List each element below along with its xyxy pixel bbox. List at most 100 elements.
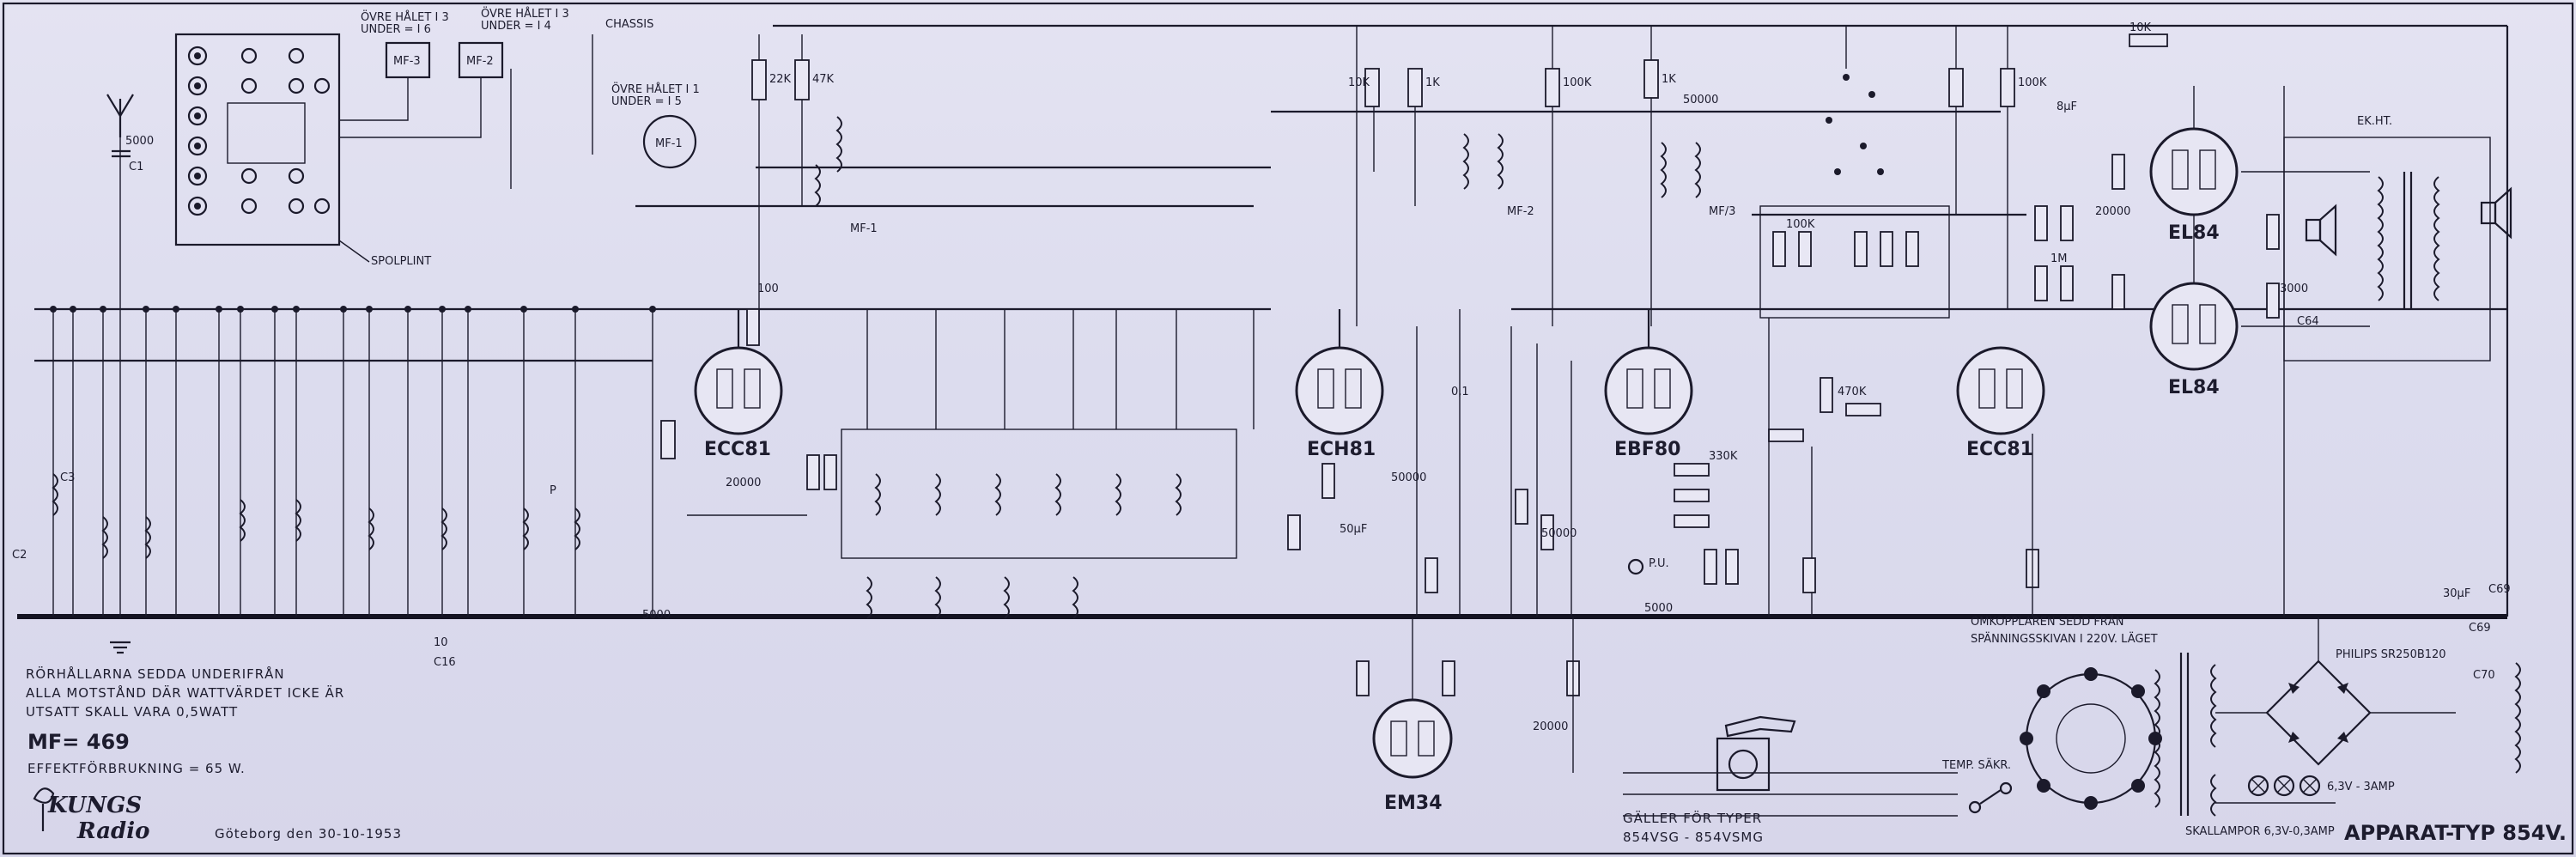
resistor-r2 xyxy=(746,308,760,346)
c62-value: 8μF xyxy=(2057,100,2077,113)
temp-fuse-label: TEMP. SÄKR. xyxy=(1941,758,2011,772)
r22k-label: 22K xyxy=(769,73,792,86)
c41-value: 50000 xyxy=(1541,527,1577,540)
switch-resistors xyxy=(1772,231,1919,267)
resistor-r30 xyxy=(1725,549,1739,585)
hole-note-3a: ÖVRE HÅLET I 1 xyxy=(611,82,700,96)
c19-value: 20000 xyxy=(726,477,761,489)
logo-mark xyxy=(33,787,55,831)
tube-el84-2 xyxy=(2149,282,2239,371)
resistor-r36 xyxy=(2034,265,2048,301)
if-coil-bank xyxy=(841,428,1237,619)
switch-note-2: SPÄNNINGSSKIVAN I 220V. LÄGET xyxy=(1971,632,2158,646)
tube-ebf80 xyxy=(1604,309,1693,435)
apparatus-type: APPARAT-TYP 854V. xyxy=(2344,821,2567,845)
c39-value: 50000 xyxy=(1391,471,1426,484)
c50-value: 50000 xyxy=(1683,94,1718,106)
resistor-r34 xyxy=(1802,557,1816,593)
hole-note-2b: UNDER = I 4 xyxy=(481,20,551,33)
tube-ebf80-label: EBF80 xyxy=(1614,439,1680,460)
lamp-rating: 6,3V - 3AMP xyxy=(2327,781,2395,793)
resistor-r38 xyxy=(2034,205,2048,241)
resistor-r28 xyxy=(1674,514,1710,528)
note-line-3: UTSATT SKALL VARA 0,5WATT xyxy=(26,704,238,720)
c3-label: C3 xyxy=(60,471,75,484)
resistor-r43-10k xyxy=(2129,33,2168,47)
logo-radio: Radio xyxy=(76,818,149,844)
output-transformer xyxy=(2283,137,2491,362)
tube-ecc81-1-label: ECC81 xyxy=(704,439,771,460)
tube-ecc81-2 xyxy=(1956,346,2045,435)
rf-wiring xyxy=(52,309,653,617)
r10k-b-label: 10K xyxy=(2129,21,2152,34)
resistor-r29 xyxy=(1704,549,1717,585)
c49-value: 5000 xyxy=(1644,602,1673,615)
antenna-symbol xyxy=(106,94,134,618)
resistor-r10 xyxy=(1442,660,1455,696)
c1-value: 5000 xyxy=(125,135,154,148)
power-consumption: EFFEKTFÖRBRUKNING = 65 W. xyxy=(27,760,246,776)
r330k-label: 330K xyxy=(1709,450,1738,463)
band-switch xyxy=(1759,74,1950,319)
r100k-label: 100K xyxy=(1563,76,1592,89)
resistor-r470k xyxy=(1820,377,1833,413)
mf3-coil-b xyxy=(1694,142,1701,198)
resistor-r37 xyxy=(2060,265,2074,301)
tube-el84-1 xyxy=(2149,127,2239,216)
thermal-fuse xyxy=(1968,781,2013,814)
power-transformer xyxy=(2154,653,2217,817)
c64-value: 3000 xyxy=(2280,283,2308,295)
resistor-r46 xyxy=(2266,214,2280,250)
r10k-label: 10K xyxy=(1348,76,1370,89)
scale-lamps xyxy=(2215,775,2336,804)
hole-note-1b: UNDER = I 6 xyxy=(361,23,431,36)
r100k-a-label: 100K xyxy=(1786,218,1815,231)
mf1-coil-label: MF-1 xyxy=(850,222,878,235)
mf3-label: MF-3 xyxy=(393,55,421,68)
r1m-label: 1M xyxy=(2050,252,2068,265)
ground-symbol xyxy=(110,641,131,654)
tube-ech81-label: ECH81 xyxy=(1307,439,1376,460)
resistor-r330k xyxy=(1674,463,1710,477)
logo-kungs: KUNGS xyxy=(47,793,142,818)
resistor-r42 xyxy=(2000,68,2015,107)
hole-note-1a: ÖVRE HÅLET I 3 xyxy=(361,9,449,24)
resistor-r1k-2 xyxy=(1643,59,1659,99)
mf2-coil-b xyxy=(1497,133,1504,190)
resistor-r7 xyxy=(1321,463,1335,499)
note-line-2: ALLA MOTSTÅND DÄR WATTVÄRDET ICKE ÄR xyxy=(26,684,344,701)
r42-label: 100K xyxy=(2018,76,2047,89)
mf2-coil-a xyxy=(1462,133,1469,190)
hole-note-3b: UNDER = I 5 xyxy=(611,95,682,108)
coil-board xyxy=(174,33,341,246)
rf-coil-bank xyxy=(52,473,580,559)
tube-em34 xyxy=(1372,618,1453,779)
mf1-circle-label: MF-1 xyxy=(655,137,683,150)
detector-wiring xyxy=(1416,309,1572,617)
tube-em34-label: EM34 xyxy=(1384,793,1443,814)
rectifier-label: PHILIPS SR250B120 xyxy=(2336,648,2446,661)
mf1-coil xyxy=(835,116,842,173)
date-line: Göteborg den 30-10-1953 xyxy=(215,826,402,842)
voltage-selector xyxy=(2020,667,2162,810)
ek-ht-label: EK.HT. xyxy=(2357,115,2392,128)
mf-number: MF= 469 xyxy=(27,730,130,754)
scale-lamp-note: SKALLAMPOR 6,3V-0,3AMP xyxy=(2185,825,2335,838)
rf-junctions xyxy=(50,306,656,313)
c38-value: 50μF xyxy=(1340,523,1367,536)
speaker-small xyxy=(2305,204,2337,257)
resistor-r12 xyxy=(1425,557,1438,593)
r1k-2-label: 1K xyxy=(1662,73,1676,86)
chassis-label: CHASSIS xyxy=(605,18,653,31)
resistor-r22k xyxy=(751,59,767,100)
tube-ecc81-1 xyxy=(694,309,783,435)
mf3-coil-a xyxy=(1660,142,1667,198)
mf2-label: MF-2 xyxy=(466,55,494,68)
resistor-r14 xyxy=(1515,489,1528,525)
c1-cap-value: 5000 xyxy=(642,609,671,622)
resistor-r5 xyxy=(823,454,837,490)
resistor-r100k xyxy=(1545,68,1560,107)
